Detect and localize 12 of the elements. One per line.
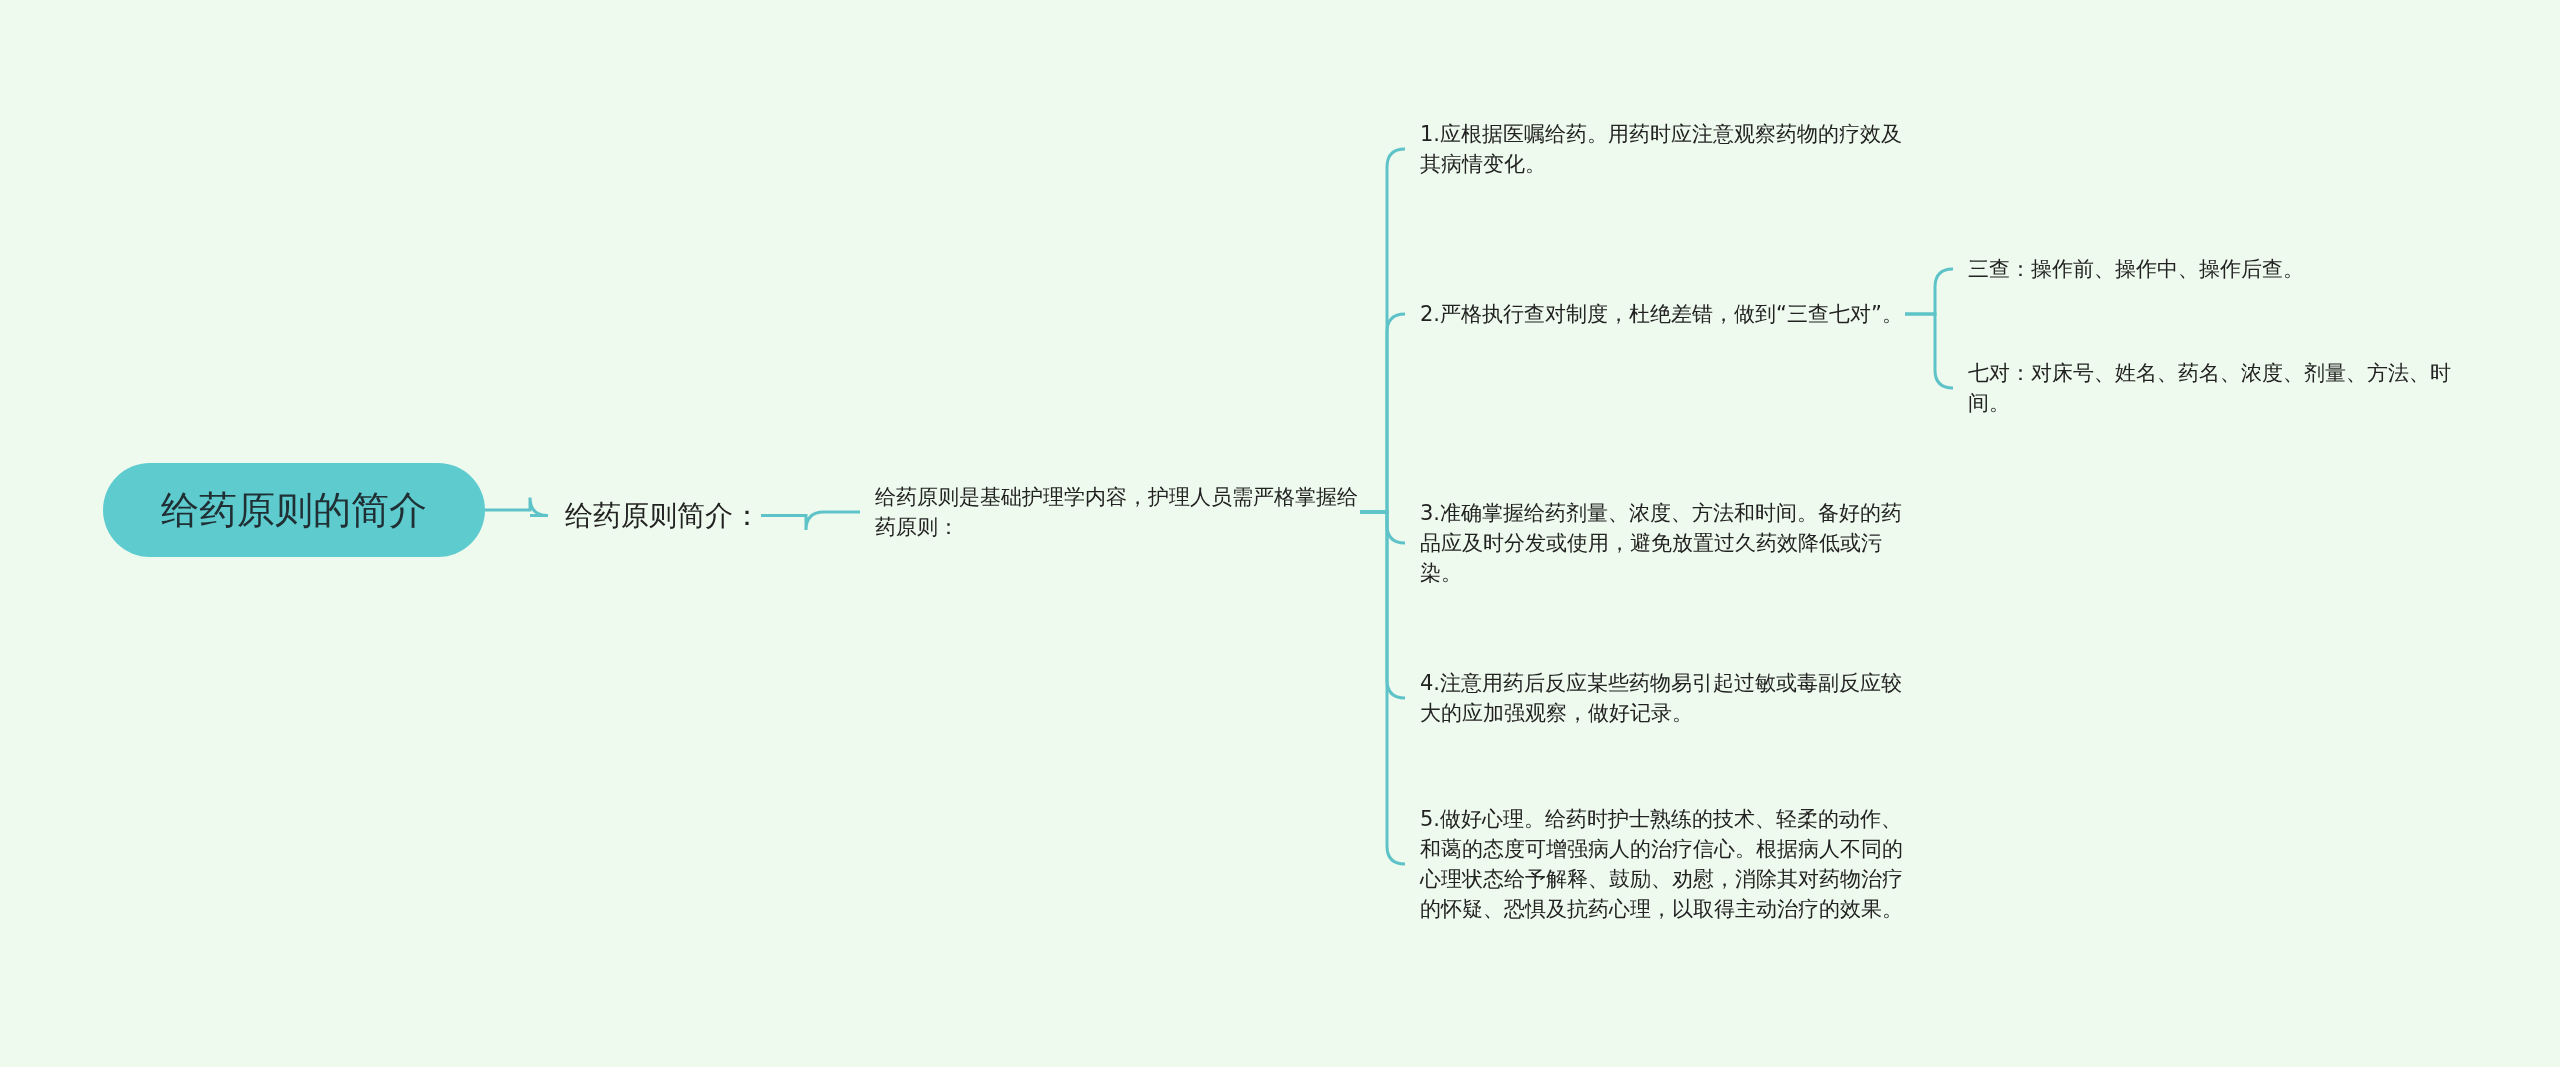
topic-text: 5.做好心理。给药时护士熟练的技术、轻柔的动作、和蔼的态度可增强病人的治疗信心。根据病人不同的心理状态给予解释、鼓励、劝慰，消除其对药物治疗的怀疑、恐惧及抗药心理，以取得主动治疗的效果。 [1405, 800, 1905, 928]
topic-text: 1.应根据医嘱给药。用药时应注意观察药物的疗效及其病情变化。 [1405, 115, 1905, 183]
connector-line [485, 496, 550, 517]
central-topic: 给药原则的简介 [103, 463, 485, 557]
topic-text: 给药原则是基础护理学内容，护理人员需严格掌握给药原则： [860, 478, 1360, 546]
topic-text: 2.严格执行查对制度，杜绝差错，做到“三查七对”。 [1405, 295, 1905, 333]
topic-text: 三查：操作前、操作中、操作后查。 [1953, 250, 2473, 288]
topic-text: 4.注意用药后反应某些药物易引起过敏或毒副反应较大的应加强观察，做好记录。 [1405, 664, 1905, 732]
topic-text: 七对：对床号、姓名、药名、浓度、剂量、方法、时间。 [1953, 354, 2473, 422]
topic-text: 3.准确掌握给药剂量、浓度、方法和时间。备好的药品应及时分发或使用，避免放置过久药效降低或污染。 [1405, 494, 1905, 592]
topic-text: 给药原则简介： [530, 490, 761, 541]
connector-line [761, 510, 860, 532]
